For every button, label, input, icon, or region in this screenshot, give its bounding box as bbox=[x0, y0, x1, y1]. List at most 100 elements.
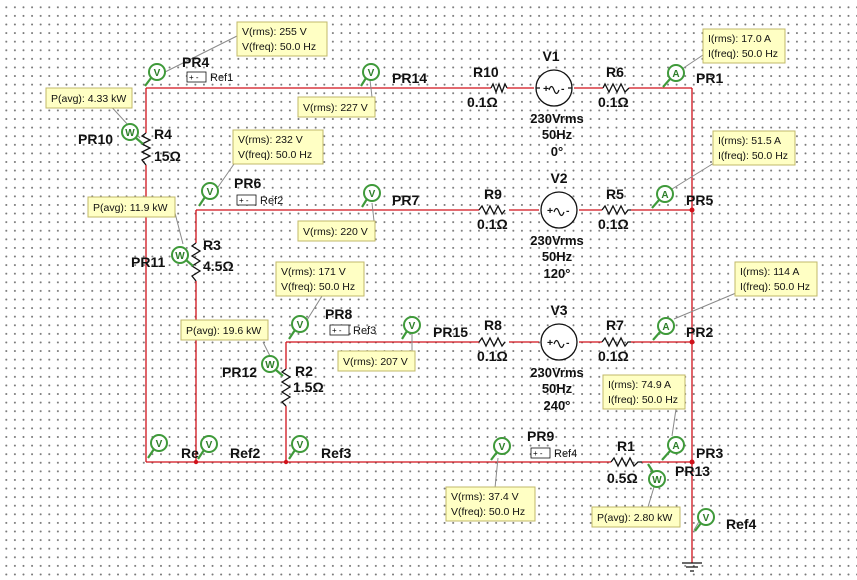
label-r4-value: 15Ω bbox=[154, 148, 181, 164]
wires bbox=[145, 87, 693, 563]
readout-pr13: P(avg): 2.80 kW bbox=[591, 506, 681, 528]
label-v3-freq: 50Hz bbox=[542, 381, 573, 396]
source-v1-plus: + bbox=[543, 83, 549, 95]
probe-pr9-letter: V bbox=[499, 442, 506, 453]
probe-pr8-icon bbox=[291, 315, 309, 333]
probes: V V A W V V bbox=[121, 63, 715, 532]
label-v2-phase: 120° bbox=[544, 266, 571, 281]
readout-pr2-box bbox=[734, 261, 818, 297]
source-v2-sine-icon bbox=[553, 207, 565, 217]
probe-ref3-bottom[interactable]: V bbox=[288, 435, 309, 460]
probe-pr1[interactable]: A bbox=[662, 64, 685, 88]
label-pr6: PR6 bbox=[234, 175, 261, 191]
label-v2-freq: 50Hz bbox=[542, 249, 573, 264]
probe-pr4-icon bbox=[148, 63, 166, 81]
readout-pr4-line2: V(freq): 50.0 Hz bbox=[242, 41, 316, 53]
probe-labels: PR4 PR14 PR1 PR10 PR6 PR7 PR5 PR11 PR8 P… bbox=[78, 54, 757, 532]
probe-ref1-bottom[interactable]: V bbox=[147, 434, 168, 459]
readout-pr11: P(avg): 11.9 kW bbox=[87, 196, 176, 218]
label-r6-value: 0.1Ω bbox=[598, 94, 629, 110]
probe-pr8[interactable]: V bbox=[288, 315, 309, 340]
resistor-r10[interactable] bbox=[490, 82, 508, 94]
ref-tag-ref4[interactable]: + - Ref4 bbox=[530, 447, 577, 460]
ref-tag-ref4-label: Ref4 bbox=[554, 448, 577, 460]
source-v3[interactable]: + - bbox=[540, 323, 578, 361]
probe-pr12-icon bbox=[261, 355, 279, 373]
probe-pr14[interactable]: V bbox=[360, 63, 380, 87]
readout-pr8-line2: V(freq): 50.0 Hz bbox=[281, 281, 355, 293]
probe-pr3-letter: A bbox=[672, 441, 679, 452]
probe-ref4-ground[interactable]: V bbox=[694, 508, 715, 532]
probe-pr8-letter: V bbox=[297, 320, 304, 331]
readout-pr12-line1: P(avg): 19.6 kW bbox=[186, 325, 261, 337]
probe-ref3-bottom-tip bbox=[288, 449, 296, 460]
readout-pr9-box bbox=[445, 486, 536, 522]
source-v2[interactable]: + - bbox=[540, 191, 578, 229]
resistor-r7[interactable] bbox=[601, 336, 631, 348]
label-pr12: PR12 bbox=[222, 364, 257, 380]
label-r2-value: 1.5Ω bbox=[293, 379, 324, 395]
ref-tag-ref2[interactable]: + - Ref2 bbox=[236, 194, 283, 207]
ref-tag-ref1[interactable]: + - Ref1 bbox=[186, 71, 233, 84]
ref-tag-ref2-label: Ref2 bbox=[260, 195, 283, 207]
readout-pr10: P(avg): 4.33 kW bbox=[45, 87, 133, 109]
probe-pr3[interactable]: A bbox=[661, 436, 685, 461]
ref-tag-ref3-label: Ref3 bbox=[353, 325, 376, 337]
probe-pr11[interactable]: W bbox=[171, 246, 194, 267]
ref-tag-ref3[interactable]: + - Ref3 bbox=[329, 324, 376, 337]
readout-pr3-box bbox=[602, 374, 686, 410]
probe-ref2-bottom[interactable]: V bbox=[197, 435, 218, 460]
resistor-r9[interactable] bbox=[478, 204, 506, 216]
label-pr14: PR14 bbox=[392, 70, 427, 86]
readout-pr1: I(rms): 17.0 A I(freq): 50.0 Hz bbox=[702, 28, 786, 64]
probe-ref4-ground-icon bbox=[697, 508, 715, 526]
label-ref3-bottom: Ref3 bbox=[321, 445, 352, 461]
readout-pr14-box bbox=[297, 96, 376, 118]
probe-pr14-tip bbox=[360, 77, 367, 87]
probe-pr10[interactable]: W bbox=[121, 123, 144, 145]
readout-pr5-box bbox=[712, 130, 796, 166]
label-pr8: PR8 bbox=[325, 306, 352, 322]
probe-pr7-tip bbox=[361, 198, 368, 208]
ref-tag-ref1-sign: + - bbox=[189, 73, 199, 82]
readout-pr13-box bbox=[591, 506, 681, 528]
probe-pr13[interactable]: W bbox=[647, 463, 666, 488]
readout-pr5-line1: I(rms): 51.5 A bbox=[718, 135, 781, 147]
probe-pr10-letter: W bbox=[125, 128, 135, 139]
probe-pr2[interactable]: A bbox=[652, 317, 675, 341]
label-r6-name: R6 bbox=[606, 64, 624, 80]
source-v3-symbol bbox=[540, 323, 578, 361]
resistor-r4[interactable] bbox=[140, 132, 152, 166]
resistor-r8[interactable] bbox=[478, 336, 506, 348]
label-pr7: PR7 bbox=[392, 192, 419, 208]
readout-pr11-line1: P(avg): 11.9 kW bbox=[93, 202, 168, 214]
probe-pr9[interactable]: V bbox=[490, 437, 511, 461]
resistor-r1[interactable] bbox=[610, 456, 642, 468]
probe-pr15[interactable]: V bbox=[401, 316, 421, 340]
probe-pr7[interactable]: V bbox=[361, 184, 381, 208]
label-pr10: PR10 bbox=[78, 131, 113, 147]
probe-pr4[interactable]: V bbox=[144, 63, 166, 87]
source-labels: V1 230Vrms 50Hz 0° V2 230Vrms 50Hz 120° … bbox=[530, 48, 584, 413]
resistor-r2[interactable] bbox=[280, 368, 292, 407]
resistor-r6[interactable] bbox=[602, 82, 630, 94]
probe-leads bbox=[106, 35, 737, 531]
readout-pr12: P(avg): 19.6 kW bbox=[180, 319, 269, 341]
probe-pr12[interactable]: W bbox=[261, 355, 284, 377]
label-pr1: PR1 bbox=[696, 70, 723, 86]
probe-pr15-tip bbox=[401, 330, 408, 340]
readout-pr15-line1: V(rms): 207 V bbox=[343, 356, 408, 368]
probe-pr6[interactable]: V bbox=[198, 182, 219, 207]
source-v1[interactable]: + - bbox=[535, 69, 573, 107]
probe-pr10-tip bbox=[135, 137, 144, 145]
resistor-r3[interactable] bbox=[190, 242, 202, 282]
resistor-r5[interactable] bbox=[601, 204, 631, 216]
label-r7-value: 0.1Ω bbox=[598, 348, 629, 364]
label-v3-name: V3 bbox=[550, 302, 567, 318]
resistors bbox=[140, 82, 642, 468]
probe-pr5-tip bbox=[651, 199, 660, 209]
label-pr11: PR11 bbox=[131, 254, 165, 270]
readout-pr1-line2: I(freq): 50.0 Hz bbox=[708, 48, 778, 60]
label-pr2: PR2 bbox=[686, 324, 713, 340]
probe-pr5[interactable]: A bbox=[651, 185, 674, 209]
